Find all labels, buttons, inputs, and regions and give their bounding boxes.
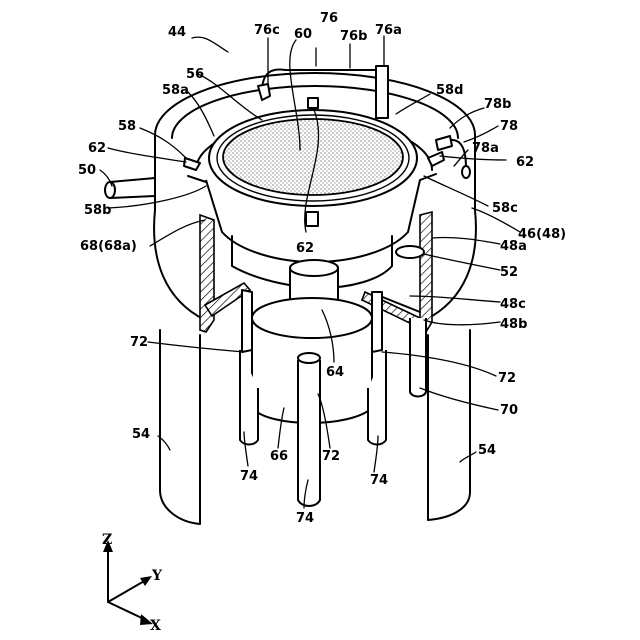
label-48b: 48b xyxy=(500,317,527,332)
label-60: 60 xyxy=(294,27,312,42)
label-54-left: 54 xyxy=(132,427,150,442)
label-52: 52 xyxy=(500,265,518,280)
y-arrow-icon xyxy=(140,576,152,586)
axis-x-label: X xyxy=(150,618,161,634)
label-58: 58 xyxy=(118,119,136,134)
label-56: 56 xyxy=(186,67,204,82)
label-78b: 78b xyxy=(484,97,511,112)
label-76a: 76a xyxy=(375,23,402,38)
axis-z-label: Z xyxy=(102,532,112,548)
axis-y-label: Y xyxy=(151,568,163,584)
label-74-right: 74 xyxy=(370,473,388,488)
side-inlet-pipe xyxy=(105,178,155,198)
label-72-bottom: 72 xyxy=(322,449,340,464)
label-74-left: 74 xyxy=(240,469,258,484)
label-62-right: 62 xyxy=(516,155,534,170)
coordinate-axes: Z Y X xyxy=(102,532,163,634)
label-50: 50 xyxy=(78,163,96,178)
label-58d: 58d xyxy=(436,83,463,98)
label-72-left: 72 xyxy=(130,335,148,350)
label-58c: 58c xyxy=(492,201,518,216)
wafer-surface xyxy=(223,119,403,195)
label-70: 70 xyxy=(500,403,518,418)
label-74-bottom: 74 xyxy=(296,511,314,526)
label-62-bottom: 62 xyxy=(296,241,314,256)
label-54-right: 54 xyxy=(478,443,496,458)
label-68-68a: 68(68a) xyxy=(80,239,137,254)
label-48c: 48c xyxy=(500,297,526,312)
label-78: 78 xyxy=(500,119,518,134)
label-48a: 48a xyxy=(500,239,527,254)
label-76: 76 xyxy=(320,11,338,26)
drain-hole xyxy=(396,246,424,258)
label-76c: 76c xyxy=(254,23,280,38)
label-44: 44 xyxy=(168,25,186,40)
label-78a: 78a xyxy=(472,141,499,156)
label-72-right: 72 xyxy=(498,371,516,386)
label-58a: 58a xyxy=(162,83,189,98)
label-58b: 58b xyxy=(84,203,111,218)
label-76b: 76b xyxy=(340,29,367,44)
label-66: 66 xyxy=(270,449,288,464)
label-64: 64 xyxy=(326,365,344,380)
label-62-left: 62 xyxy=(88,141,106,156)
